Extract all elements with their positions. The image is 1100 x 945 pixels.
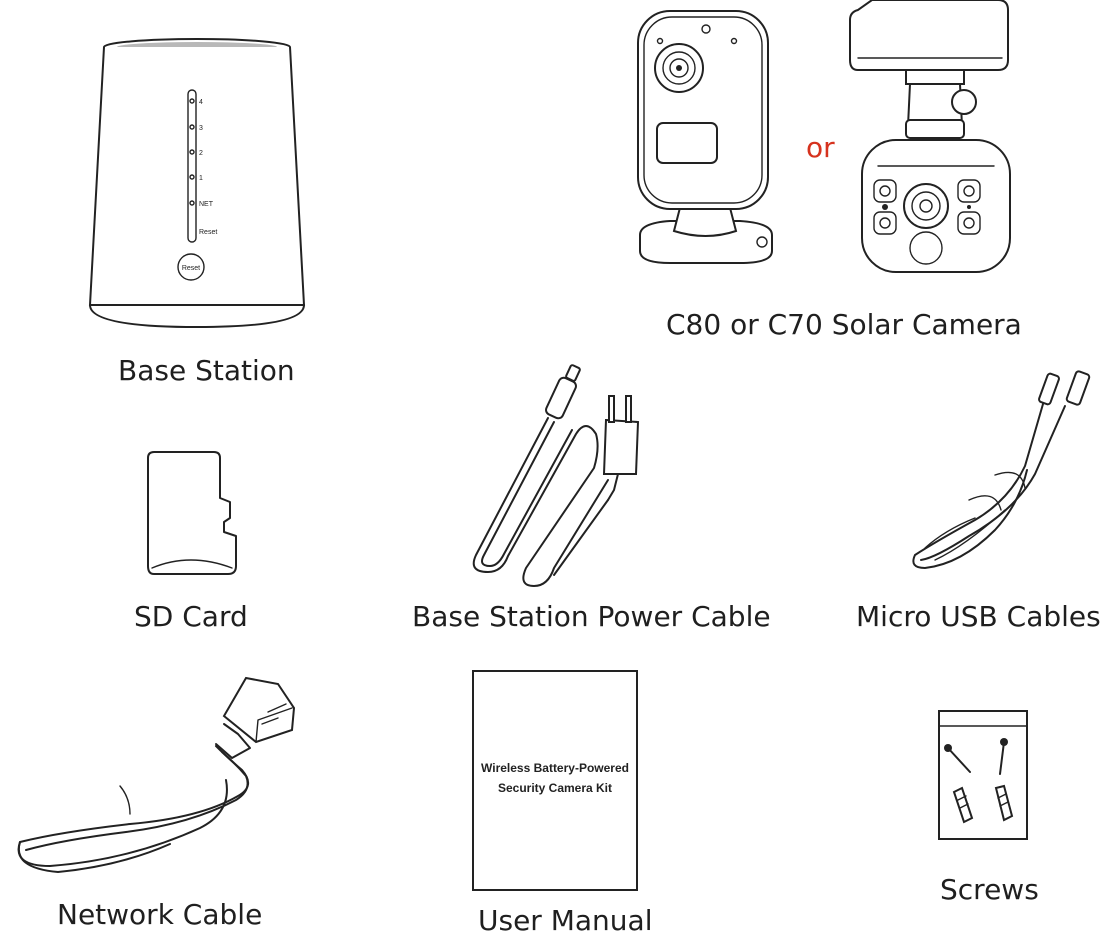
screws-illustration xyxy=(938,710,1028,840)
user-manual-illustration: Wireless Battery-Powered Security Camera… xyxy=(472,670,638,891)
power-cable-label: Base Station Power Cable xyxy=(412,600,771,633)
screws-label: Screws xyxy=(940,873,1039,906)
network-cable-label: Network Cable xyxy=(57,898,263,931)
power-cable-illustration xyxy=(472,364,640,587)
led-label-2: 2 xyxy=(199,150,203,157)
usb-cables-illustration xyxy=(912,370,1091,569)
manual-cover-line1: Wireless Battery-Powered xyxy=(481,761,629,775)
or-text: or xyxy=(806,131,835,164)
led-label-4: 4 xyxy=(199,99,203,106)
user-manual-label: User Manual xyxy=(478,904,653,937)
sd-card-illustration xyxy=(147,451,237,575)
camera-label: C80 or C70 Solar Camera xyxy=(666,308,1022,341)
led-label-1: 1 xyxy=(199,175,203,182)
led-label-3: 3 xyxy=(199,125,203,132)
sd-card-label: SD Card xyxy=(134,600,248,633)
indoor-camera-illustration xyxy=(637,10,773,264)
manual-cover-line2: Security Camera Kit xyxy=(498,781,612,795)
led-label-net: NET xyxy=(199,201,214,208)
solar-camera-illustration xyxy=(849,0,1011,273)
usb-cables-label: Micro USB Cables xyxy=(856,600,1100,633)
led-label-reset: Reset xyxy=(199,229,217,236)
reset-button-label: Reset xyxy=(182,265,200,272)
base-station-illustration: 4 3 2 1 NET Reset Reset xyxy=(88,38,306,329)
network-cable-illustration xyxy=(17,676,296,873)
base-station-label: Base Station xyxy=(118,354,295,387)
